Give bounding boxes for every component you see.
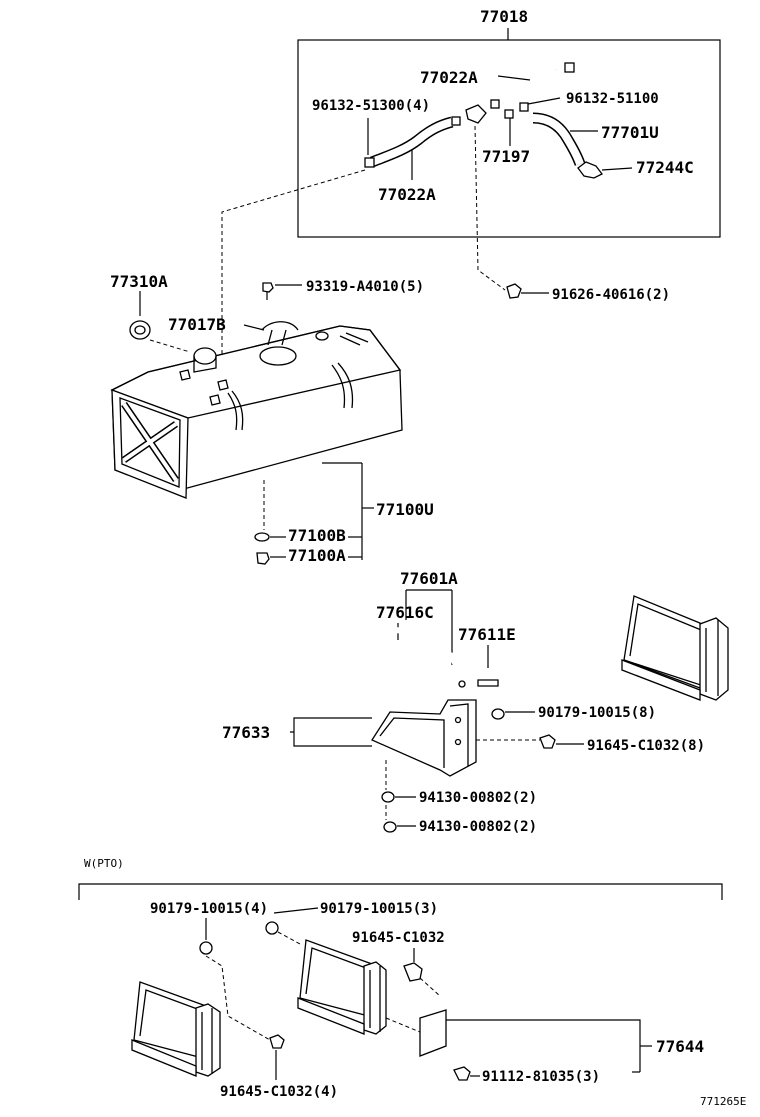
label-94130-00802-b: 94130-00802(2) — [419, 819, 537, 835]
bolt-icon — [539, 734, 556, 749]
bracket-77633 — [371, 699, 477, 777]
label-77100a: 77100A — [288, 546, 346, 565]
label-90179-10015-3: 90179-10015(3) — [320, 901, 438, 917]
plate-77644 — [419, 1009, 447, 1057]
strap-77616c — [370, 622, 469, 691]
label-pto-title: W(PTO) — [84, 857, 124, 870]
filler-neck-icon — [193, 347, 217, 365]
nut-icon — [381, 791, 395, 803]
label-77197: 77197 — [482, 147, 530, 166]
label-77611e: 77611E — [458, 625, 516, 644]
filler-cap-icon — [129, 320, 151, 340]
label-91645-c1032-8: 91645-C1032(8) — [587, 738, 705, 754]
label-96132-51300: 96132-51300(4) — [312, 98, 430, 114]
label-77018: 77018 — [480, 7, 528, 26]
stud-bolt-icon — [477, 679, 499, 687]
step-bracket-right — [621, 595, 729, 701]
label-77100u: 77100U — [376, 500, 434, 519]
clip-icon — [490, 99, 500, 109]
label-94130-00802-a: 94130-00802(2) — [419, 790, 537, 806]
hose-kit-group: 77018 77022A 77197 96132-51100 77701U 77… — [297, 7, 721, 238]
label-77310a: 77310A — [110, 272, 168, 291]
hose-77701u — [532, 114, 584, 166]
label-77022a-bottom: 77022A — [378, 185, 436, 204]
leader-dash — [221, 169, 366, 369]
screw-icon — [262, 282, 274, 293]
bracket-77601a-group: 77601A 77616C 77611E 77633 90179-10015(8… — [222, 569, 705, 835]
fuel-tank — [110, 321, 403, 499]
figure-code: 771265E — [700, 1095, 746, 1108]
clip-icon — [364, 157, 375, 168]
label-77017b: 77017B — [168, 315, 226, 334]
hose-77022a-lower — [370, 118, 454, 166]
drain-plug-icon — [256, 552, 270, 565]
screw-93319-group: 93319-A4010(5) — [262, 279, 424, 300]
tank-assembly-77100u-group: 77100U 77100B 77100A — [254, 462, 434, 565]
bolt-icon — [269, 1034, 285, 1049]
label-77701u: 77701U — [601, 123, 659, 142]
label-90179-10015-4: 90179-10015(4) — [150, 901, 268, 917]
bolt-icon — [403, 962, 423, 982]
bolt-icon — [453, 1066, 471, 1081]
clip-icon — [451, 116, 461, 126]
nut-icon — [265, 921, 279, 935]
bolt-icon — [506, 283, 522, 299]
label-91645-c1032: 91645-C1032 — [352, 930, 445, 946]
label-91645-c1032-4: 91645-C1032(4) — [220, 1084, 338, 1100]
clip-icon — [564, 62, 575, 73]
label-77644: 77644 — [656, 1037, 704, 1056]
pto-frame — [78, 883, 723, 900]
nut-icon — [383, 821, 397, 833]
cap-77310a-group: 77310A — [110, 272, 191, 353]
label-91112-81035: 91112-81035(3) — [482, 1069, 600, 1085]
label-93319-a4010: 93319-A4010(5) — [306, 279, 424, 295]
label-77633: 77633 — [222, 723, 270, 742]
label-91626-40616: 91626-40616(2) — [552, 287, 670, 303]
nut-icon — [491, 708, 505, 720]
clip-icon — [519, 102, 529, 112]
label-77022a-top: 77022A — [420, 68, 478, 87]
pto-section: W(PTO) 90179-10015(4) 90179-10015(3) 916… — [78, 857, 723, 1100]
connector-77197-icon — [465, 104, 487, 124]
label-77244c: 77244C — [636, 158, 694, 177]
label-77616c: 77616C — [376, 603, 434, 622]
bolt-91626-group: 91626-40616(2) — [506, 283, 670, 303]
label-96132-51100: 96132-51100 — [566, 91, 659, 107]
fitting-77244c-icon — [577, 161, 603, 179]
label-90179-10015-8: 90179-10015(8) — [538, 705, 656, 721]
sender-unit-icon — [259, 346, 297, 366]
label-77100b: 77100B — [288, 526, 346, 545]
hose-kit-frame — [297, 39, 721, 238]
clip-icon — [504, 109, 514, 119]
nut-icon — [199, 941, 213, 955]
washer-icon — [254, 532, 270, 542]
label-77601a: 77601A — [400, 569, 458, 588]
